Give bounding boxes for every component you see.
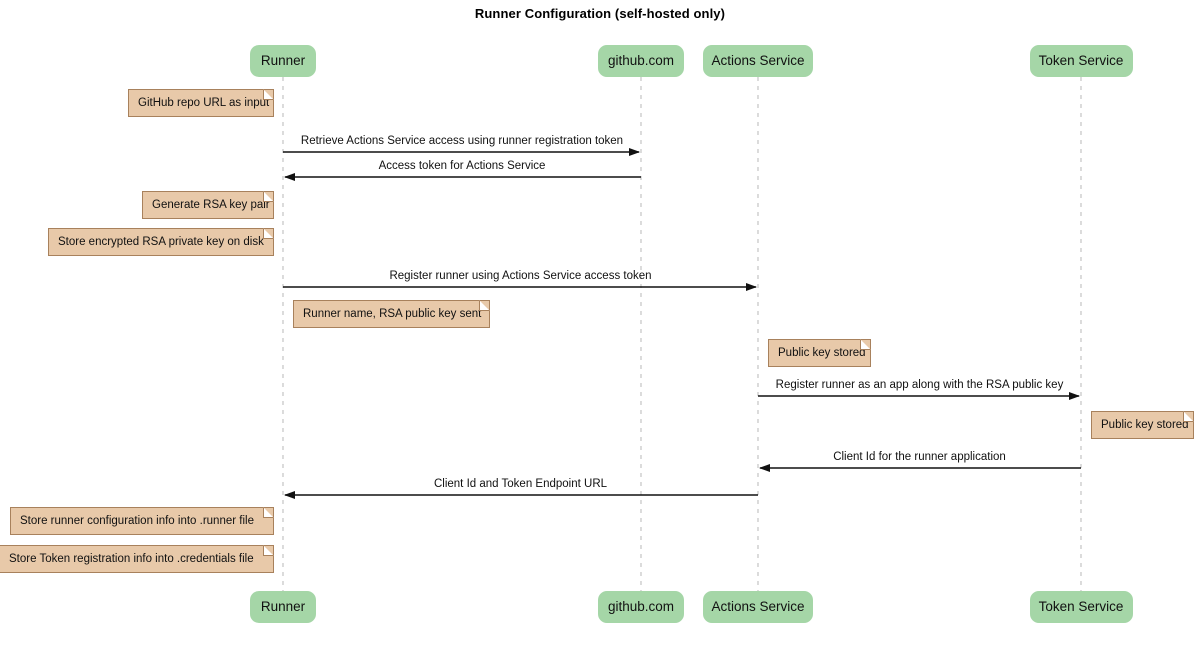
note-github-repo-url: GitHub repo URL as input (128, 89, 274, 117)
note-fold-corner-icon (263, 545, 274, 556)
note-public-key-stored-token: Public key stored (1091, 411, 1194, 439)
note-fold-corner-icon (263, 191, 274, 202)
participant-label: github.com (607, 53, 675, 68)
note-text: Store runner configuration info into .ru… (20, 515, 254, 527)
msg-client-id-runner-app-label: Client Id for the runner application (833, 451, 1006, 463)
note-runner-name-pubkey: Runner name, RSA public key sent (293, 300, 490, 328)
note-text: Runner name, RSA public key sent (303, 308, 482, 320)
msg-client-id-token-endpoint-label: Client Id and Token Endpoint URL (433, 478, 608, 490)
note-fold-corner-icon (263, 89, 274, 100)
note-fold-corner-icon (263, 507, 274, 518)
participant-label: Runner (260, 53, 306, 68)
participant-actions-top[interactable]: Actions Service (703, 45, 813, 77)
participant-label: Runner (260, 599, 306, 614)
note-store-runner-config: Store runner configuration info into .ru… (10, 507, 274, 535)
note-store-token-registration: Store Token registration info into .cred… (0, 545, 274, 573)
participant-actions-bottom[interactable]: Actions Service (703, 591, 813, 623)
msg-register-runner-as-app-label: Register runner as an app along with the… (775, 379, 1064, 391)
participant-token-top[interactable]: Token Service (1029, 45, 1133, 77)
note-fold-corner-icon (1183, 411, 1194, 422)
participant-label: Actions Service (711, 599, 805, 614)
note-fold-corner-icon (479, 300, 490, 311)
note-generate-rsa: Generate RSA key pair (142, 191, 274, 219)
note-public-key-stored-actions: Public key stored (768, 339, 871, 367)
diagram-title: Runner Configuration (self-hosted only) (474, 6, 726, 21)
participant-runner-bottom[interactable]: Runner (250, 591, 316, 623)
note-text: Public key stored (1101, 419, 1189, 431)
participant-github-top[interactable]: github.com (598, 45, 684, 77)
participant-github-bottom[interactable]: github.com (598, 591, 684, 623)
participant-token-bottom[interactable]: Token Service (1029, 591, 1133, 623)
note-text: Store encrypted RSA private key on disk (58, 236, 264, 248)
note-fold-corner-icon (263, 228, 274, 239)
msg-register-runner-label: Register runner using Actions Service ac… (389, 270, 652, 282)
participant-label: Token Service (1038, 53, 1124, 68)
note-store-private-key: Store encrypted RSA private key on disk (48, 228, 274, 256)
note-text: Generate RSA key pair (152, 199, 270, 211)
participant-runner-top[interactable]: Runner (250, 45, 316, 77)
participant-label: github.com (607, 599, 675, 614)
note-text: Public key stored (778, 347, 866, 359)
note-text: Store Token registration info into .cred… (9, 553, 254, 565)
message-arrows-group (283, 148, 1081, 499)
note-fold-corner-icon (860, 339, 871, 350)
msg-retrieve-actions-access-label: Retrieve Actions Service access using ru… (300, 135, 624, 147)
participant-label: Actions Service (711, 53, 805, 68)
participant-label: Token Service (1038, 599, 1124, 614)
msg-access-token-label: Access token for Actions Service (378, 160, 546, 172)
lifelines-group (282, 77, 1082, 591)
note-text: GitHub repo URL as input (138, 97, 270, 109)
